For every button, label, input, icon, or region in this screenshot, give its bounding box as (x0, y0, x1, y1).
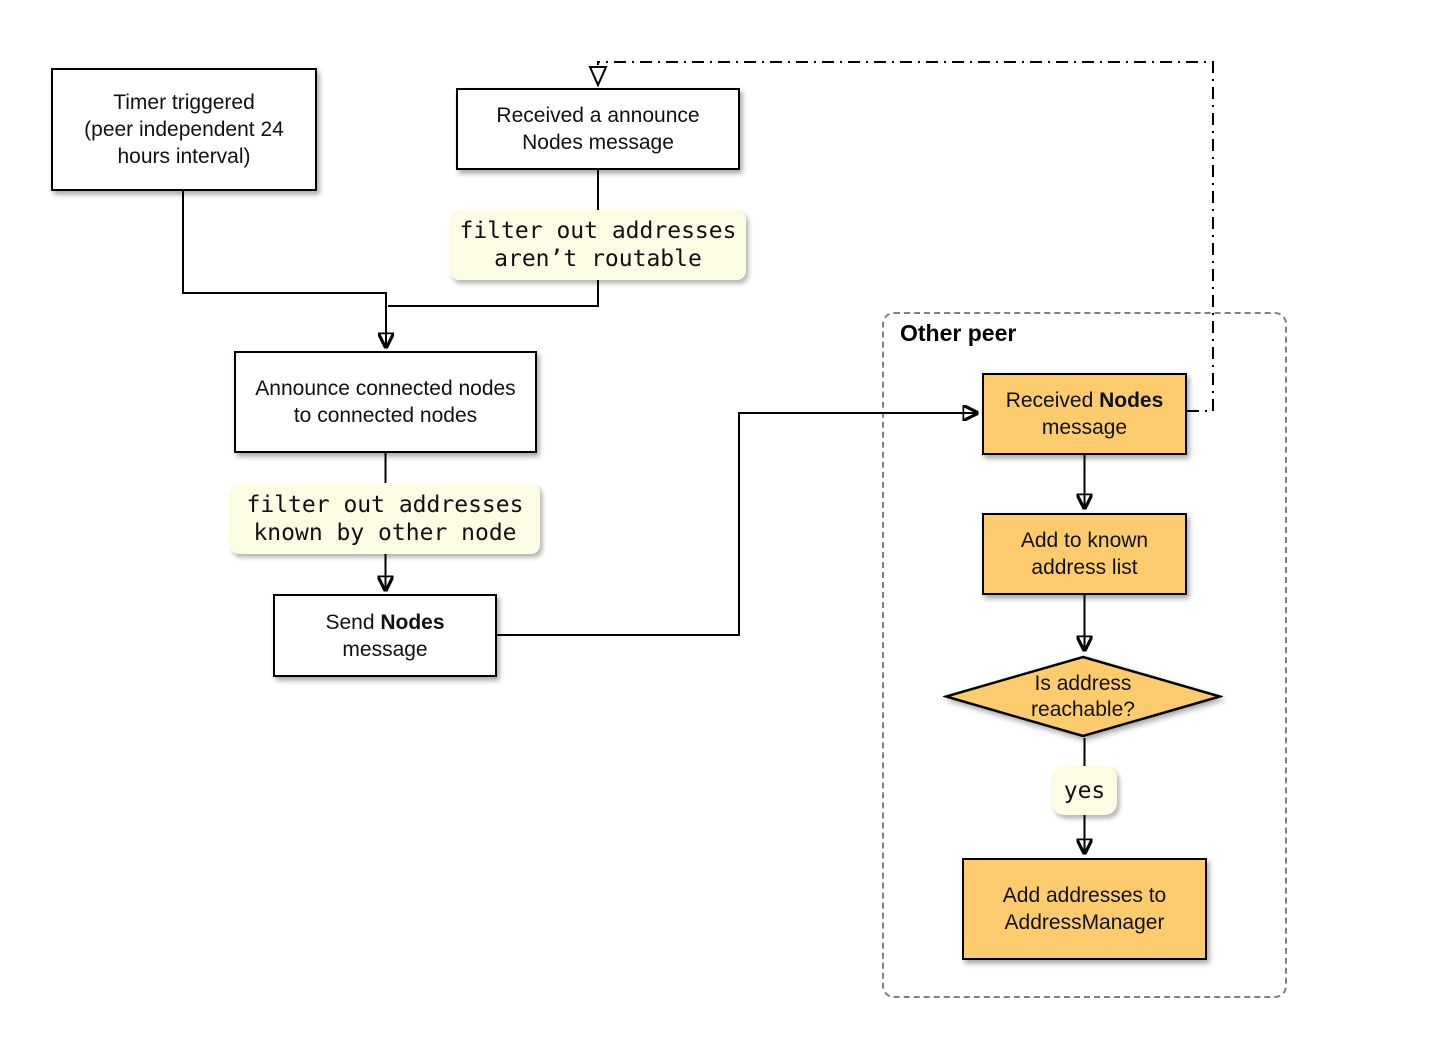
diamond-shape (943, 655, 1223, 738)
text-line: Add addresses to (1002, 884, 1167, 907)
connector-note-routable-to-junction (388, 280, 599, 307)
text-line: message (342, 637, 428, 661)
node-received-announce: Received a announce Nodes message (456, 88, 740, 170)
connector-feedback-dashdot (597, 61, 1214, 412)
text-line: (peer independent 24 (84, 118, 284, 141)
text-segment-bold: Nodes (1099, 389, 1164, 412)
text-line: Received a announce (496, 104, 700, 127)
node-add-known-list: Add to known address list (982, 513, 1187, 595)
node-add-to-addressmanager: Add addresses to AddressManager (962, 858, 1207, 960)
text-line: filter out addresses (246, 491, 524, 518)
text-line: Add to known (1020, 529, 1149, 552)
text-line: Received Nodes (1006, 387, 1164, 414)
text-line: filter out addresses (459, 218, 737, 244)
connector-timer-to-announce (182, 191, 386, 347)
text-line: to connected nodes (293, 404, 478, 427)
other-peer-label: Other peer (900, 320, 1017, 346)
text-segment: Received (1005, 389, 1100, 412)
diamond-text: Is address reachable? (1031, 671, 1135, 723)
text-line: yes (1063, 777, 1106, 804)
note-filter-known: filter out addresses known by other node (230, 483, 540, 554)
text-line: AddressManager (1004, 911, 1165, 934)
text-line: Is address (1034, 671, 1132, 695)
text-line: known by other node (253, 519, 517, 546)
text-line: Timer triggered (113, 91, 255, 114)
text-line: reachable? (1031, 697, 1135, 721)
label-yes: yes (1052, 766, 1117, 815)
note-filter-not-routable: filter out addresses aren’t routable (450, 210, 746, 280)
text-line: Send Nodes (325, 609, 444, 636)
text-line: address list (1031, 556, 1138, 579)
text-line: Nodes message (522, 131, 674, 154)
text-segment: Send (325, 610, 381, 634)
node-send-nodes: Send Nodes message (273, 594, 497, 677)
text-line: hours interval) (117, 145, 251, 168)
node-is-reachable-decision: Is address reachable? (943, 655, 1223, 738)
node-announce-connected: Announce connected nodes to connected no… (234, 351, 537, 453)
node-timer-triggered: Timer triggered (peer independent 24 hou… (51, 68, 317, 191)
node-received-nodes: Received Nodes message (982, 373, 1187, 455)
connector-send-to-received-nodes (497, 413, 977, 636)
text-line: aren’t routable (494, 246, 702, 272)
text-line: message (1041, 416, 1128, 439)
text-segment-bold: Nodes (380, 610, 445, 634)
open-arrowhead-icon (588, 66, 608, 88)
text-line: Announce connected nodes (255, 377, 516, 400)
other-peer-container: Other peer (882, 312, 1287, 998)
